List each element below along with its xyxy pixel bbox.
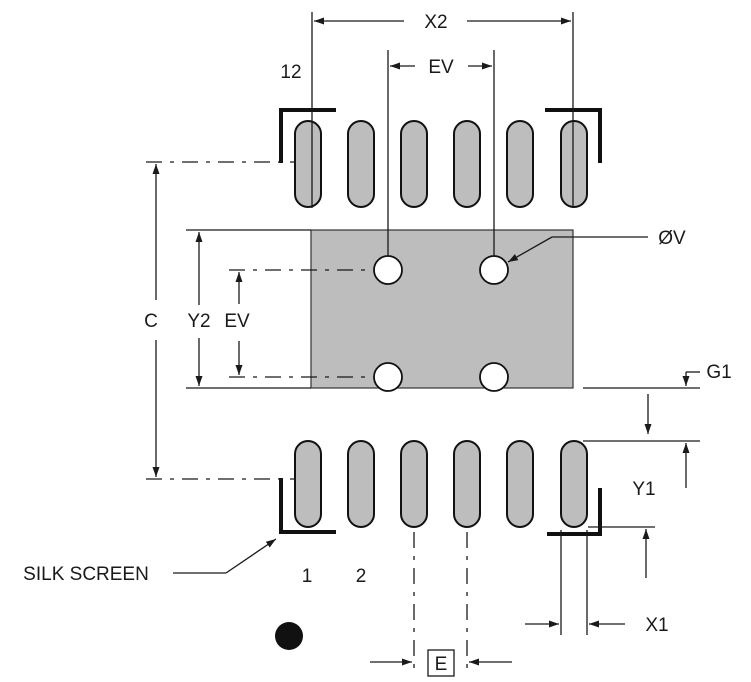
silk-screen-leader	[173, 538, 277, 574]
pad	[453, 120, 481, 208]
pad	[400, 120, 428, 208]
g1-label: G1	[706, 362, 731, 383]
via-diameter-leader	[507, 236, 648, 263]
y2-label: Y2	[187, 311, 210, 332]
pad	[506, 440, 534, 528]
y2-dimension	[186, 229, 311, 389]
ev-horizontal-label: EV	[428, 57, 454, 78]
pad	[506, 120, 534, 208]
e-label: E	[435, 654, 448, 675]
silk-screen-label: SILK SCREEN	[23, 564, 149, 585]
x2-dimension	[311, 12, 574, 208]
ev-horizontal-dimension	[387, 50, 495, 256]
x1-dimension	[525, 530, 625, 635]
y1-dimension	[588, 526, 655, 578]
pad	[347, 440, 375, 528]
exposed-pad	[310, 229, 574, 389]
ev-vertical-dimension	[229, 269, 374, 378]
e-dimension	[370, 532, 512, 677]
thermal-vias	[373, 255, 509, 392]
ev-vertical-label: EV	[224, 311, 250, 332]
pad	[294, 120, 322, 208]
top-pad-row	[294, 120, 588, 208]
y1-label: Y1	[632, 479, 655, 500]
e-label-box	[427, 649, 455, 677]
pin1-label: 1	[302, 566, 313, 587]
silk-screen-outline	[279, 108, 602, 536]
c-dimension	[146, 161, 296, 480]
via	[373, 362, 403, 392]
pin12-label: 12	[280, 62, 301, 83]
pad	[560, 120, 588, 208]
pad	[560, 440, 588, 528]
c-label: C	[144, 311, 158, 332]
x2-label: X2	[424, 12, 447, 33]
pad	[400, 440, 428, 528]
via	[373, 255, 403, 285]
via	[479, 362, 509, 392]
pin1-marker-dot	[275, 622, 303, 650]
g1-dimension	[583, 371, 700, 488]
via-diameter-label: ØV	[658, 228, 686, 249]
bottom-pad-row	[294, 440, 588, 528]
pad	[453, 440, 481, 528]
pin2-label: 2	[356, 566, 367, 587]
via	[479, 255, 509, 285]
x1-label: X1	[645, 615, 668, 636]
pad	[294, 440, 322, 528]
pad	[347, 120, 375, 208]
